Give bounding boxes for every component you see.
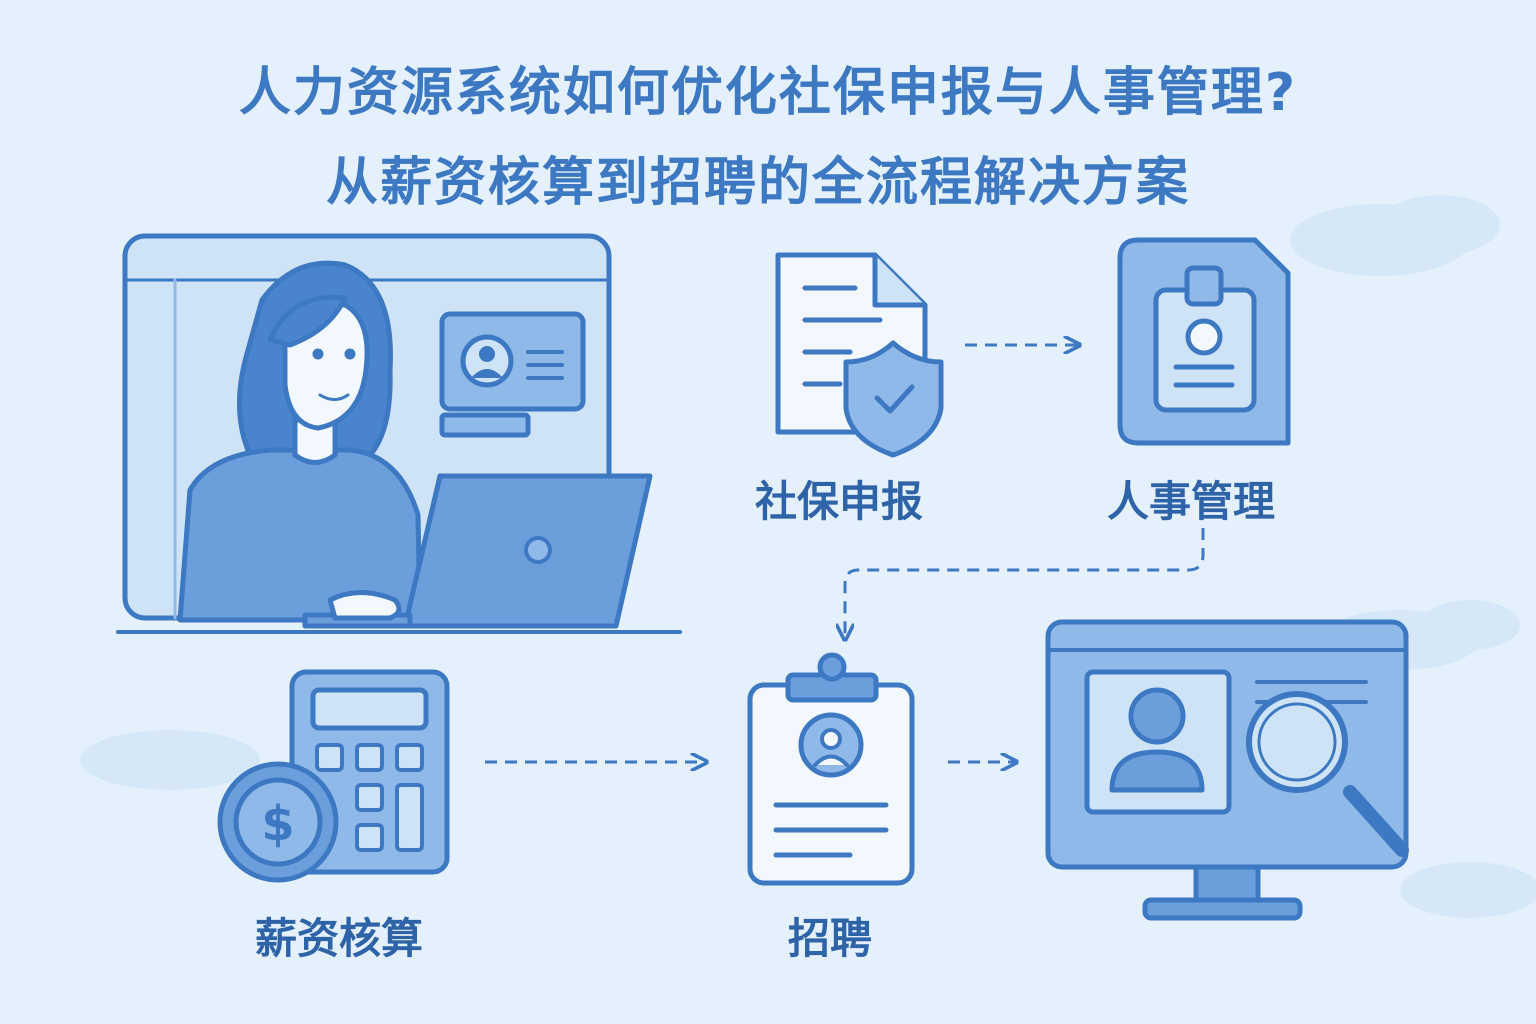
step-label-recruitment: 招聘 xyxy=(788,914,873,963)
step-label-social-insurance: 社保申报 xyxy=(755,477,924,526)
woman-laptop-illustration xyxy=(116,233,682,634)
title-line-2: 从薪资核算到招聘的全流程解决方案 xyxy=(325,153,1190,213)
svg-text:$: $ xyxy=(261,796,294,852)
step-label-payroll: 薪资核算 xyxy=(255,914,424,963)
id-badge-icon xyxy=(1117,237,1291,446)
title-line-1: 人力资源系统如何优化社保申报与人事管理? xyxy=(238,63,1298,123)
clipboard-resume-icon xyxy=(747,652,915,886)
document-shield-icon xyxy=(775,252,944,458)
step-label-personnel: 人事管理 xyxy=(1107,477,1276,526)
calculator-dollar-icon: $ xyxy=(217,669,450,883)
monitor-search-icon xyxy=(1045,619,1409,921)
